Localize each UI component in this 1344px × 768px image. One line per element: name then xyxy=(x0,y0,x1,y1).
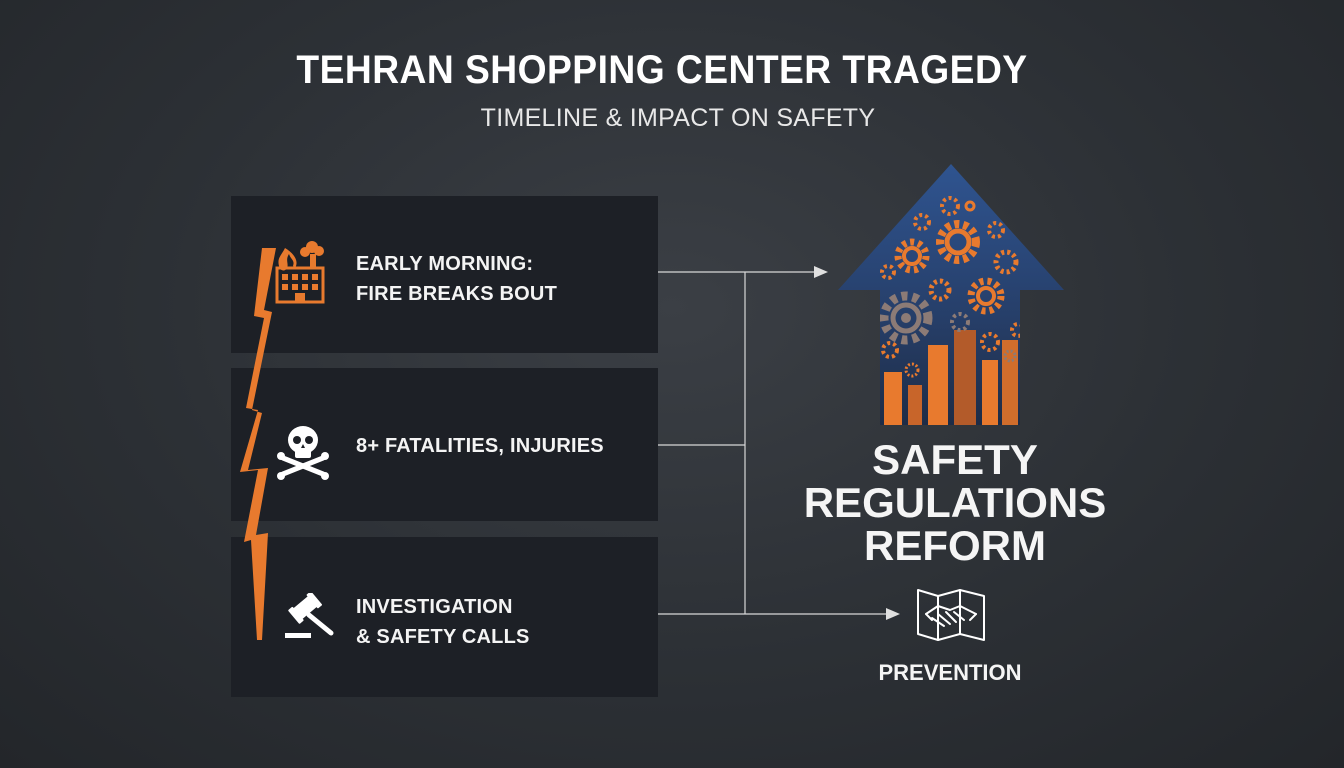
skull-crossbones-icon xyxy=(277,426,329,480)
timeline-text-fire-line1: EARLY MORNING: xyxy=(356,253,534,275)
timeline-text-investigation-line1: INVESTIGATION xyxy=(356,596,513,618)
outcome-heading: SAFETY REGULATIONS REFORM xyxy=(790,438,1120,567)
connector-arrowhead-top xyxy=(814,266,828,278)
page-subtitle: TIMELINE & IMPACT ON SAFETY xyxy=(480,104,876,132)
page-title: TEHRAN SHOPPING CENTER TRAGEDY xyxy=(296,48,1028,92)
prevention-label: PREVENTION xyxy=(878,660,1022,685)
gavel-icon xyxy=(285,593,334,638)
outcome-heading-line2: REGULATIONS xyxy=(803,479,1107,526)
timeline-text-investigation-line2: & SAFETY CALLS xyxy=(356,626,530,648)
timeline-panel-investigation: INVESTIGATION & SAFETY CALLS xyxy=(231,537,658,697)
connector-arrowhead-bottom xyxy=(886,608,900,620)
burning-building-icon xyxy=(275,241,325,304)
outcome-heading-line3: REFORM xyxy=(864,522,1046,569)
timeline-text-investigation: INVESTIGATION & SAFETY CALLS xyxy=(356,592,530,652)
timeline-panel-fatalities: 8+ FATALITIES, INJURIES xyxy=(231,368,658,521)
timeline-text-fatalities: 8+ FATALITIES, INJURIES xyxy=(356,431,604,461)
timeline-panel-fire: EARLY MORNING: FIRE BREAKS BOUT xyxy=(231,196,658,353)
outcome-heading-line1: SAFETY xyxy=(872,436,1038,483)
timeline-text-fatalities-line1: 8+ FATALITIES, INJURIES xyxy=(356,435,604,457)
timeline-text-fire-line2: FIRE BREAKS BOUT xyxy=(356,283,557,305)
timeline-text-fire: EARLY MORNING: FIRE BREAKS BOUT xyxy=(356,249,557,309)
